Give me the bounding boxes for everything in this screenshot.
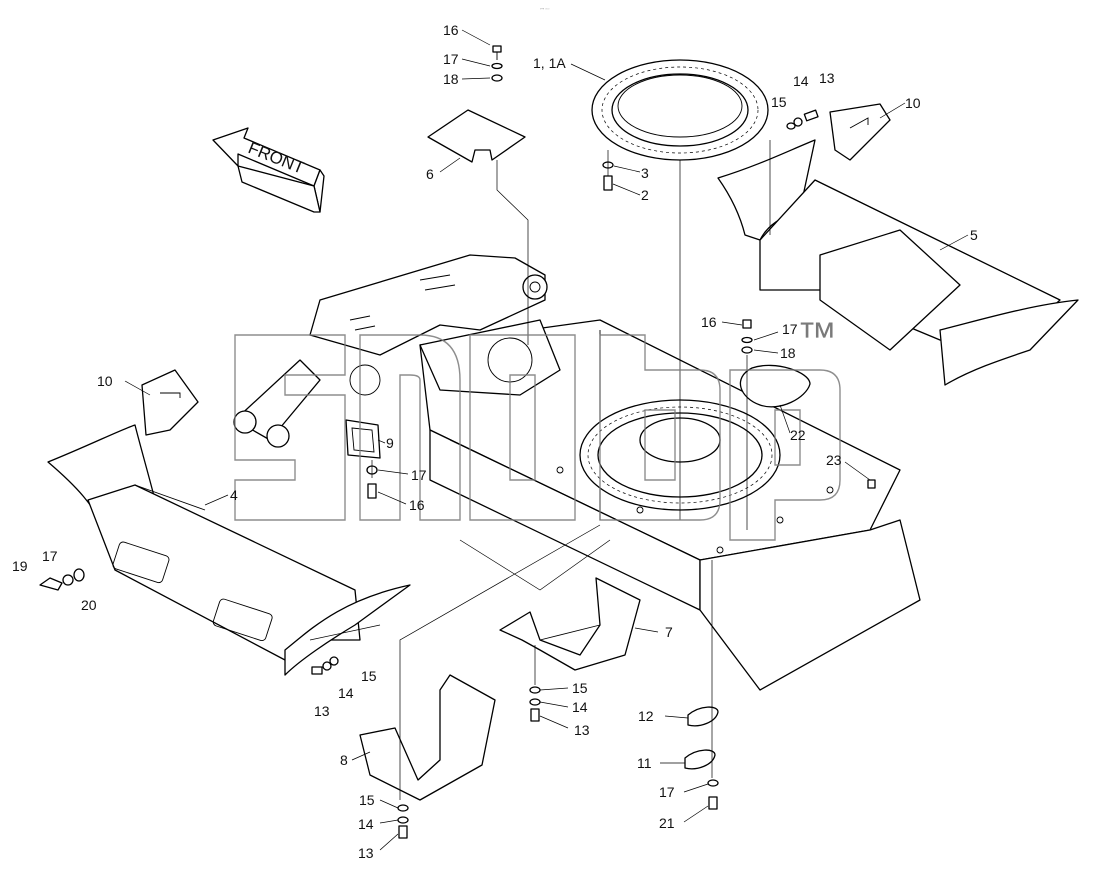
callout-1-1a: 1, 1A bbox=[533, 55, 566, 71]
callout-15: 15 bbox=[361, 668, 377, 684]
callout-10: 10 bbox=[97, 373, 113, 389]
callout-16: 16 bbox=[409, 497, 425, 513]
callout-17: 17 bbox=[42, 548, 58, 564]
cover-9 bbox=[345, 419, 381, 459]
assembly-lines bbox=[309, 140, 771, 800]
callout-14: 14 bbox=[338, 685, 354, 701]
callout-13: 13 bbox=[314, 703, 330, 719]
callout-14: 14 bbox=[572, 699, 588, 715]
guard-7 bbox=[499, 577, 641, 671]
plate-6 bbox=[427, 109, 526, 163]
guard-8 bbox=[359, 674, 496, 801]
callout-3: 3 bbox=[641, 165, 649, 181]
callout-11: 11 bbox=[637, 755, 652, 771]
callout-5: 5 bbox=[970, 227, 978, 243]
callout-13: 13 bbox=[574, 722, 590, 738]
callout-4: 4 bbox=[230, 487, 238, 503]
watermark-logo: ™ bbox=[234, 315, 841, 541]
callout-19: 19 bbox=[12, 558, 28, 574]
callout-17: 17 bbox=[659, 784, 675, 800]
watermark-tm: ™ bbox=[797, 315, 837, 359]
header-mark: ⊶ ▫▫▫ bbox=[540, 6, 550, 11]
callout-22: 22 bbox=[790, 427, 806, 443]
callout-6: 6 bbox=[426, 166, 434, 182]
front-direction-arrow: FRONT bbox=[212, 127, 325, 213]
callout-16: 16 bbox=[701, 314, 717, 330]
callout-9: 9 bbox=[386, 435, 394, 451]
cover-11 bbox=[684, 749, 716, 770]
callout-17: 17 bbox=[443, 51, 459, 67]
callout-15: 15 bbox=[572, 680, 588, 696]
fender-5 bbox=[717, 139, 1079, 386]
callout-14: 14 bbox=[358, 816, 374, 832]
callout-2: 2 bbox=[641, 187, 649, 203]
bracket-10-right bbox=[829, 103, 891, 161]
callout-8: 8 bbox=[340, 752, 348, 768]
callout-14: 14 bbox=[793, 73, 809, 89]
callout-21: 21 bbox=[659, 815, 675, 831]
callout-7: 7 bbox=[665, 624, 673, 640]
callout-15: 15 bbox=[771, 94, 787, 110]
callout-12: 12 bbox=[638, 708, 654, 724]
plate-22 bbox=[739, 364, 811, 408]
callout-18: 18 bbox=[443, 71, 459, 87]
callout-13: 13 bbox=[819, 70, 835, 86]
cover-12 bbox=[687, 706, 719, 727]
callout-labels: 16 17 18 1, 1A 6 3 2 15 14 13 10 5 16 17… bbox=[12, 22, 978, 861]
callout-15: 15 bbox=[359, 792, 375, 808]
callout-leaders bbox=[124, 29, 969, 851]
fender-4 bbox=[47, 424, 411, 676]
callout-16: 16 bbox=[443, 22, 459, 38]
callout-18: 18 bbox=[780, 345, 796, 361]
upper-frame bbox=[233, 254, 561, 448]
bracket-10-left bbox=[141, 369, 199, 436]
callout-23: 23 bbox=[826, 452, 842, 468]
callout-17: 17 bbox=[782, 321, 798, 337]
callout-13: 13 bbox=[358, 845, 374, 861]
callout-10: 10 bbox=[905, 95, 921, 111]
callout-20: 20 bbox=[81, 597, 97, 613]
slewing-ring-top bbox=[591, 59, 769, 161]
callout-17: 17 bbox=[411, 467, 427, 483]
